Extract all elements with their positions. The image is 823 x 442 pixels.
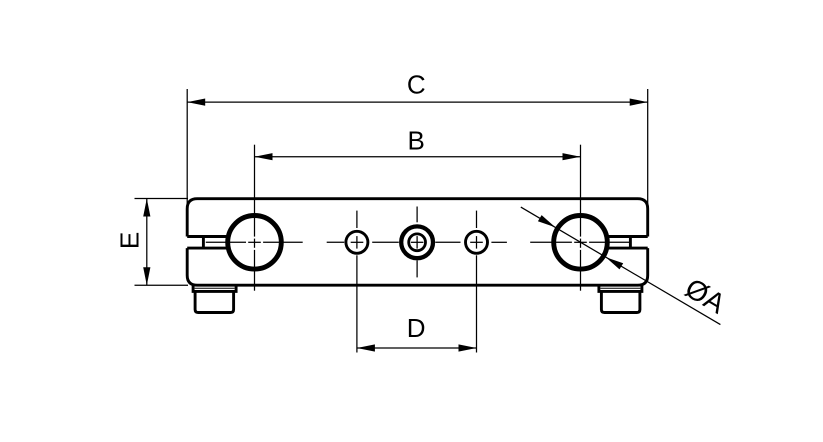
svg-text:B: B	[408, 126, 425, 156]
svg-text:E: E	[114, 232, 144, 249]
svg-text:D: D	[407, 313, 426, 343]
svg-text:C: C	[407, 70, 426, 100]
